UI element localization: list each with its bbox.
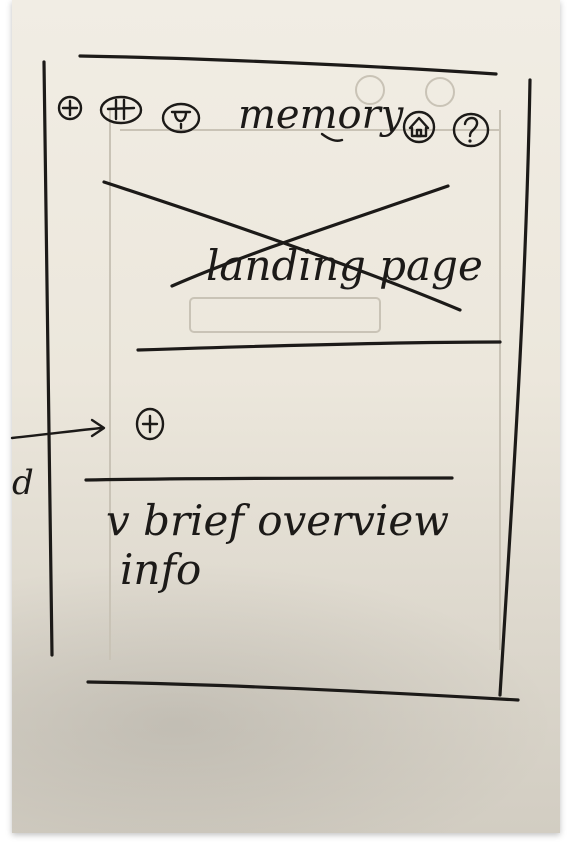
annotation-arrow: [10, 426, 104, 440]
app-title: memory: [238, 92, 405, 138]
home-icon[interactable]: [402, 110, 436, 144]
annotation-arrowhead: [90, 418, 106, 438]
add-button[interactable]: [135, 407, 165, 441]
cross-stroke-2: [170, 184, 450, 288]
overview-divider: [84, 476, 454, 482]
sketch-paper: [12, 0, 560, 833]
phone-frame: [42, 54, 532, 702]
badge-icon[interactable]: [161, 102, 201, 134]
plus-circle-icon[interactable]: [57, 95, 83, 121]
margin-note: d: [12, 463, 34, 503]
overview-text-line1: v brief overview: [106, 496, 449, 545]
grid-add-icon[interactable]: [99, 95, 143, 125]
title-flourish: [320, 132, 344, 142]
help-icon[interactable]: [452, 112, 490, 148]
landing-page-placeholder: landing page: [102, 180, 483, 312]
overview-text-line2: info: [120, 545, 201, 594]
section-divider: [136, 340, 502, 352]
show-through-marks: [109, 75, 501, 660]
cross-stroke-1: [102, 180, 462, 312]
